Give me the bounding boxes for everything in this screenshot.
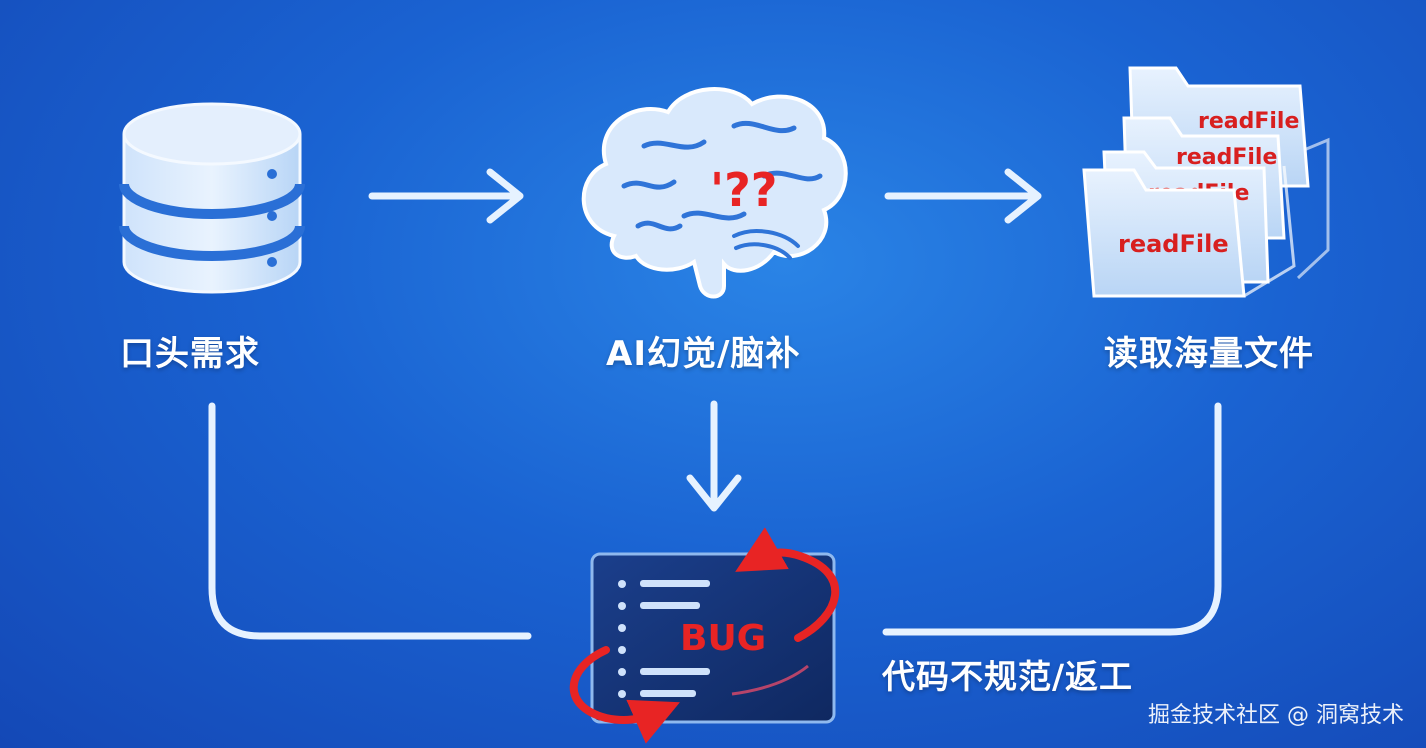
folder-front: readFile xyxy=(1082,137,1330,298)
watermark: 掘金技术社区 @ 洞窝技术 xyxy=(1148,703,1404,728)
folders-icon: readFile readFile readFile readFile xyxy=(1082,66,1330,298)
arrow-requirement-to-ai xyxy=(368,168,524,224)
line-requirement-to-bug xyxy=(208,402,532,640)
connectors xyxy=(208,168,1222,640)
brain-question-marks: '?? xyxy=(710,163,777,217)
node-rework-label: 代码不规范/返工 xyxy=(882,657,1134,696)
loop-arrow-bottom xyxy=(569,646,680,744)
line-files-to-bug xyxy=(882,402,1222,636)
database-icon xyxy=(119,102,305,294)
node-files-label: 读取海量文件 xyxy=(1104,334,1314,374)
arrow-ai-to-bug xyxy=(686,400,742,512)
bug-label: BUG xyxy=(680,618,766,659)
folder-2-label: readFile xyxy=(1176,145,1277,170)
arrow-ai-to-files xyxy=(884,168,1042,224)
code-lines xyxy=(618,580,710,698)
loop-arrow-top xyxy=(735,527,840,642)
code-bug-icon: BUG xyxy=(590,552,836,724)
refresh-loop-icon xyxy=(569,527,840,744)
folder-1-label: readFile xyxy=(1198,109,1299,134)
folder-4-label: readFile xyxy=(1118,230,1229,258)
node-ai-label: AI幻觉/脑补 xyxy=(606,334,801,374)
brain-icon: '?? xyxy=(581,87,848,299)
node-requirement-label: 口头需求 xyxy=(120,334,260,374)
